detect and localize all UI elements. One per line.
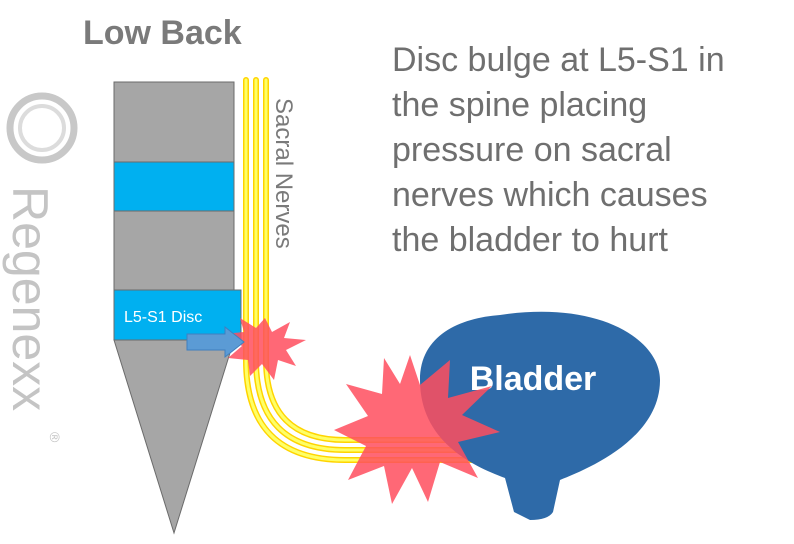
description-line: the bladder to hurt bbox=[392, 221, 668, 259]
ring-logo-icon bbox=[6, 92, 78, 164]
arrow-right-icon bbox=[186, 325, 245, 359]
spine-column bbox=[113, 81, 242, 535]
vertebra-lower bbox=[113, 210, 235, 291]
sacrum bbox=[113, 339, 235, 535]
vertebra-upper bbox=[113, 81, 235, 163]
description-line: the spine placing bbox=[392, 86, 648, 124]
page-title: Low Back bbox=[83, 14, 242, 52]
disc-l5-s1 bbox=[113, 289, 242, 341]
starburst-icon bbox=[224, 318, 306, 380]
description-line: pressure on sacral bbox=[392, 131, 672, 169]
bladder-label: Bladder bbox=[470, 360, 597, 398]
disc-label: L5-S1 Disc bbox=[124, 309, 202, 326]
brand-registered-mark: ® bbox=[47, 432, 63, 443]
bladder-shape bbox=[420, 311, 660, 520]
description-text: Disc bulge at L5-S1 in the spine placing… bbox=[392, 38, 788, 263]
starburst-icon bbox=[334, 355, 500, 504]
disc-upper bbox=[113, 161, 235, 212]
brand-name: Regenexx bbox=[2, 186, 58, 411]
description-line: nerves which causes bbox=[392, 176, 708, 214]
nerves-label: Sacral Nerves bbox=[270, 98, 297, 249]
description-line: Disc bulge at L5-S1 in bbox=[392, 41, 725, 79]
